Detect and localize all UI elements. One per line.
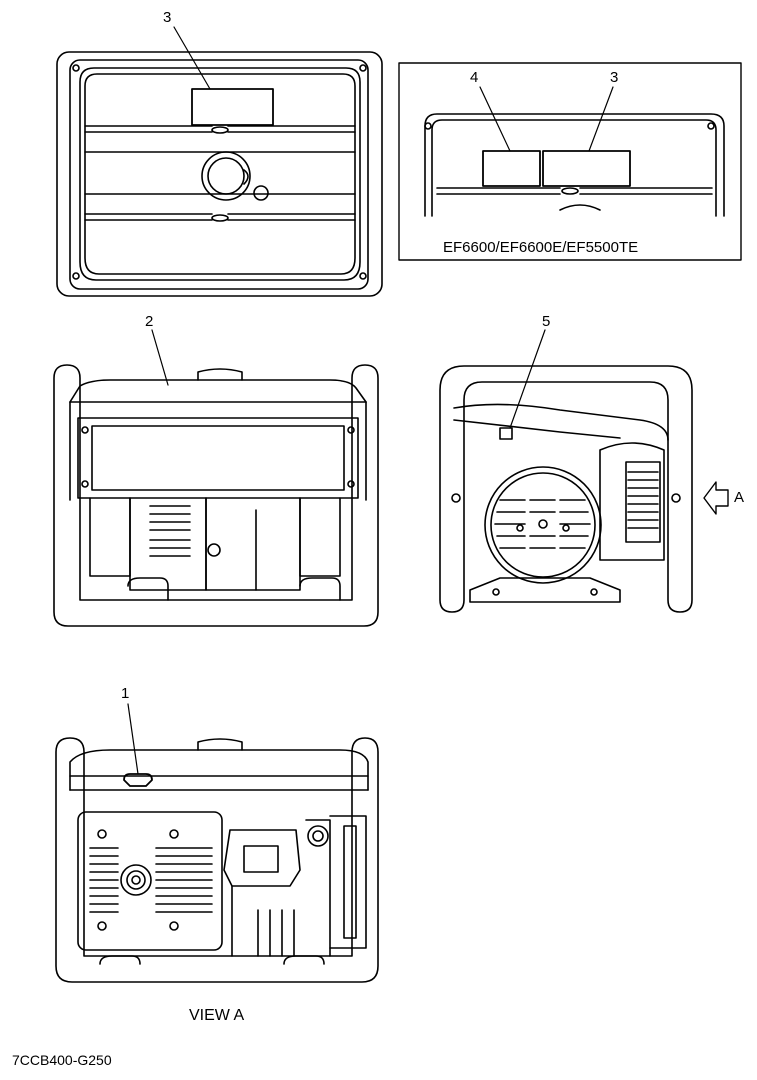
label-5	[499, 427, 513, 440]
label-3-top	[191, 88, 274, 126]
callout-5: 5	[542, 313, 551, 330]
leader-3-inset	[588, 86, 614, 152]
callout-3-inset: 3	[610, 69, 619, 86]
label-4-inset	[482, 150, 541, 187]
front-view-drawing	[53, 364, 379, 627]
label-1	[123, 773, 153, 787]
leader-4	[479, 86, 511, 152]
drawing-code: 7CCB400-G250	[12, 1052, 112, 1068]
inset-caption: EF6600/EF6600E/EF5500TE	[443, 239, 639, 256]
side-view-drawing	[439, 365, 693, 613]
view-a-arrow-icon	[703, 481, 729, 515]
callout-2: 2	[145, 313, 154, 330]
callout-3-top: 3	[163, 9, 172, 26]
leader-5	[509, 329, 546, 429]
view-a-drawing	[55, 737, 379, 983]
top-view-drawing	[56, 51, 383, 297]
label-3-inset	[542, 150, 631, 187]
leader-3-top	[173, 26, 211, 90]
inset-drawing	[398, 62, 742, 261]
leader-1	[127, 703, 139, 775]
leader-2	[151, 329, 169, 386]
callout-1: 1	[121, 685, 130, 702]
view-a-caption: VIEW A	[189, 1007, 245, 1024]
view-arrow-label: A	[734, 489, 745, 506]
callout-4: 4	[470, 69, 479, 86]
